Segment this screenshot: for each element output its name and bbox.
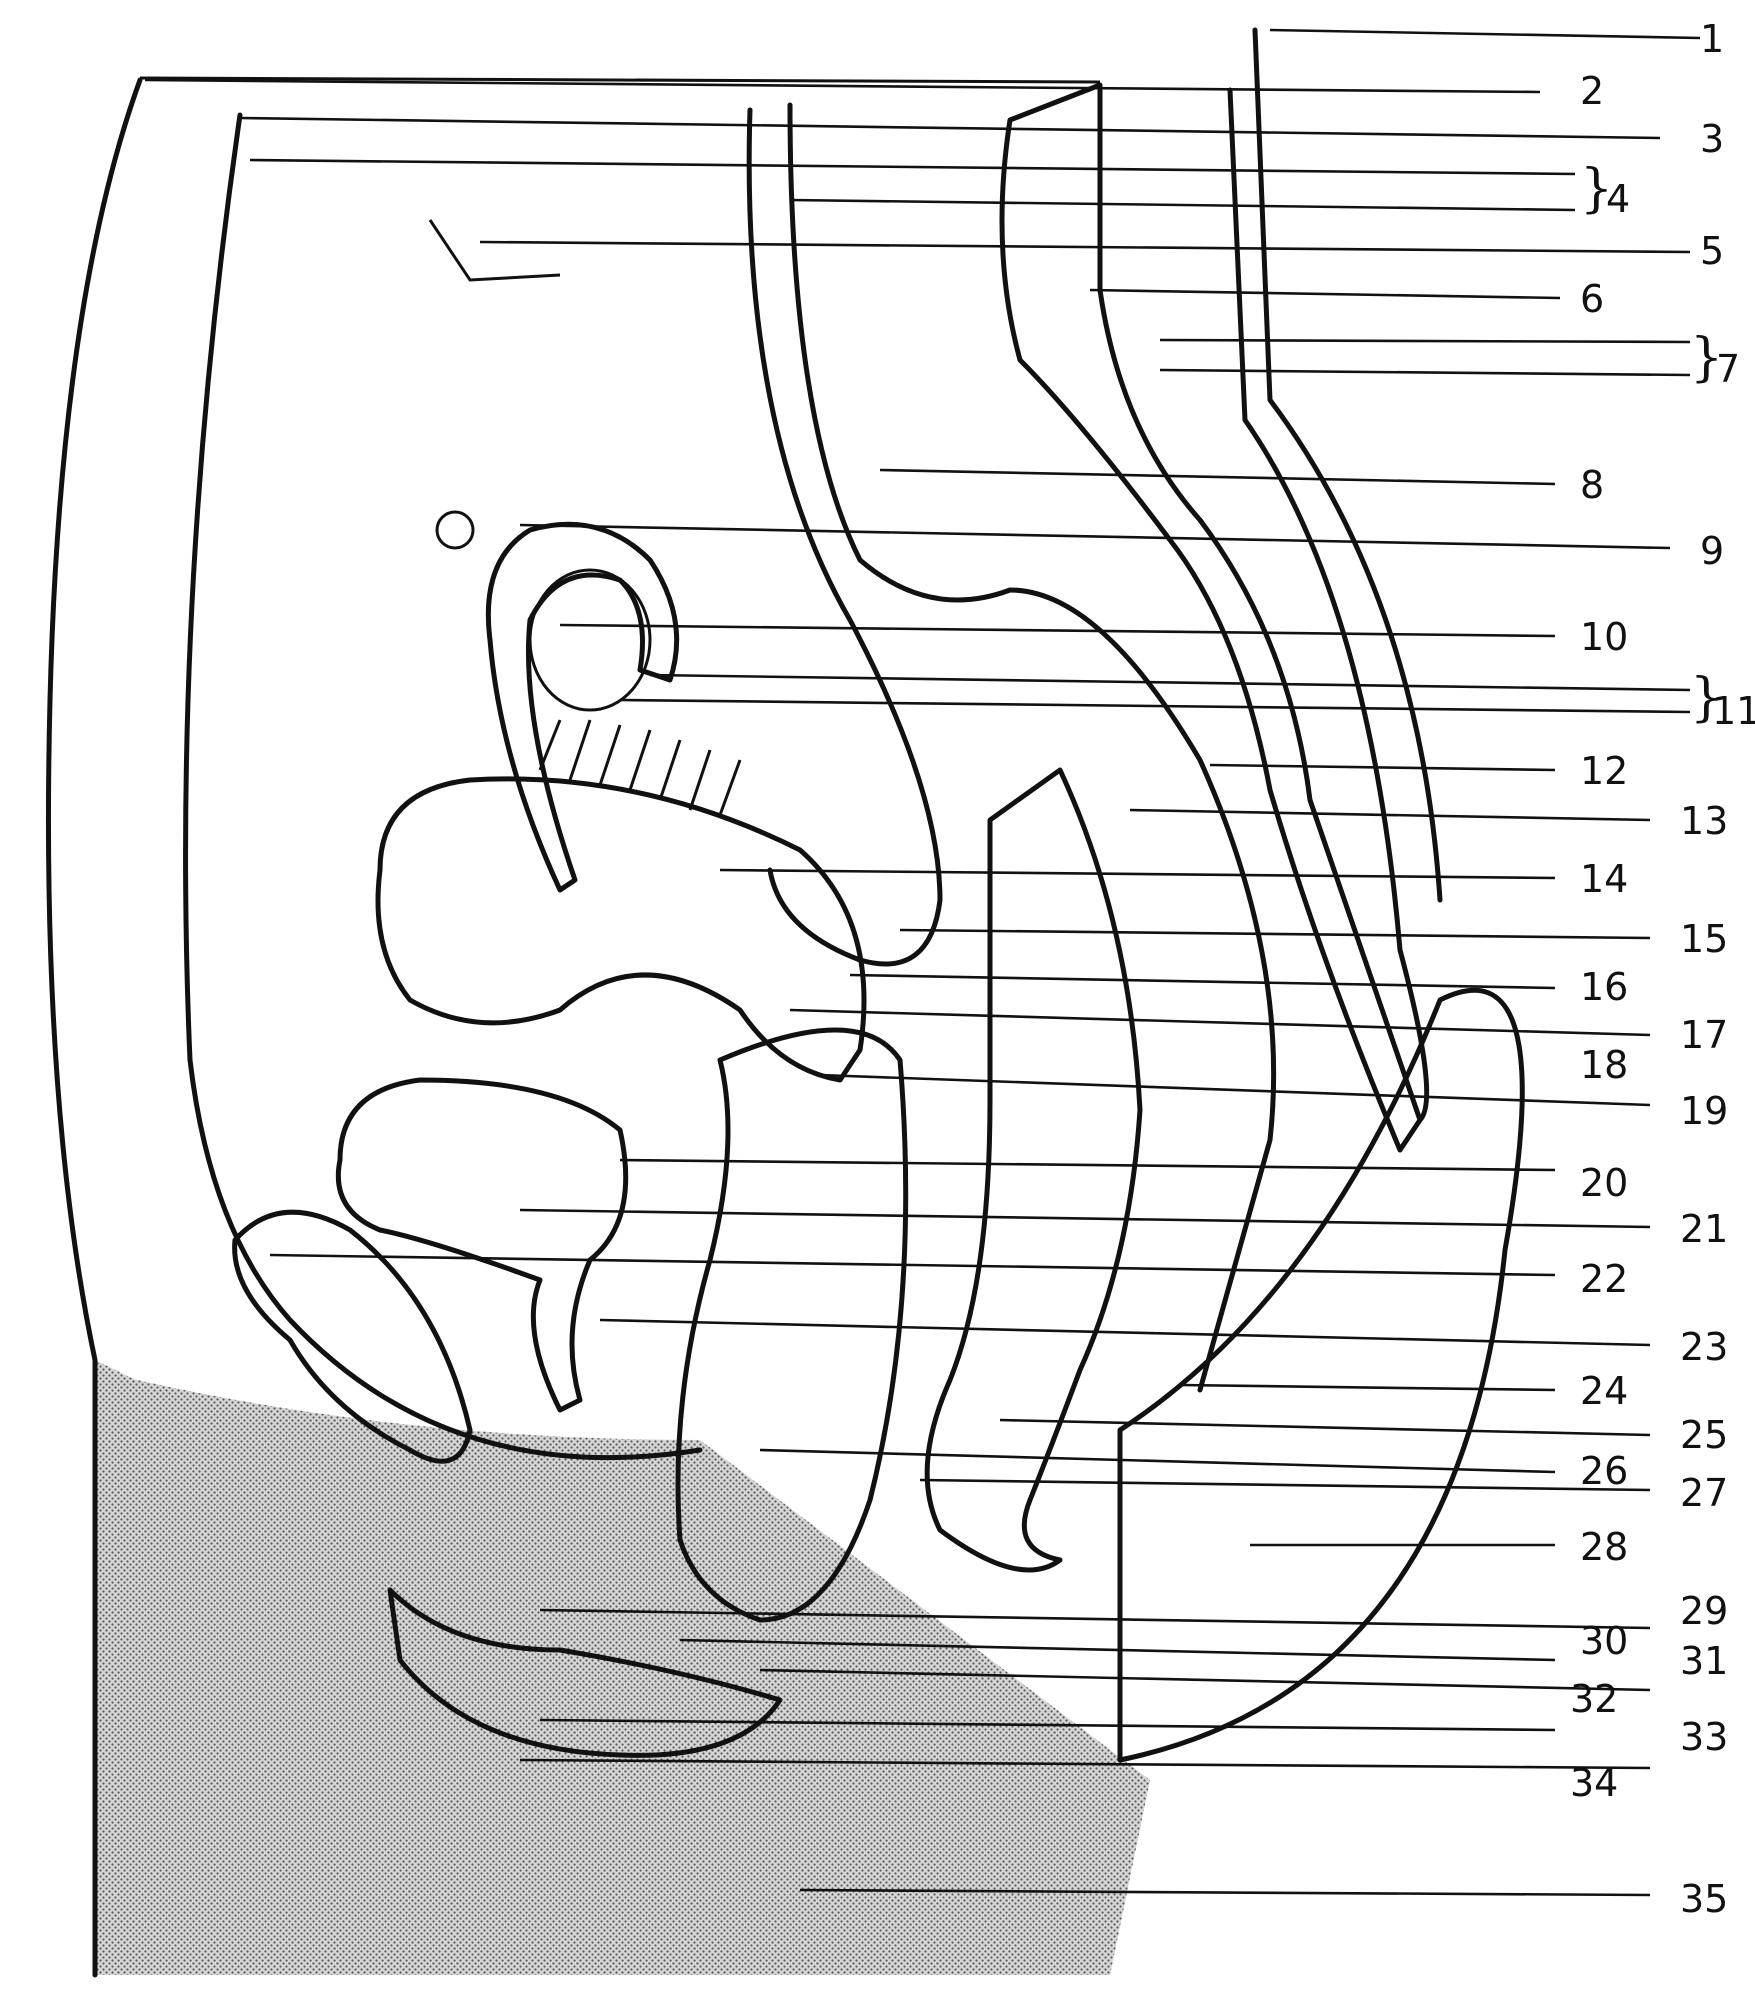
label-27: 27 xyxy=(1680,1471,1728,1515)
label-5: 5 xyxy=(1700,229,1724,273)
label-30: 30 xyxy=(1580,1619,1628,1663)
label-19: 19 xyxy=(1680,1089,1728,1133)
rectum-wall-left xyxy=(1252,27,1443,903)
label-4: 4 xyxy=(1606,177,1630,221)
label-23: 23 xyxy=(1680,1325,1728,1369)
label-17: 17 xyxy=(1680,1013,1728,1057)
label-6: 6 xyxy=(1580,277,1604,321)
bladder xyxy=(335,1077,629,1413)
brace-4: } xyxy=(1580,159,1613,219)
label-16: 16 xyxy=(1580,965,1628,1009)
label-22: 22 xyxy=(1580,1257,1628,1301)
brace-7: } xyxy=(1690,328,1723,388)
label-11: 11 xyxy=(1712,689,1755,733)
perineal-body xyxy=(387,1587,783,1758)
label-20: 20 xyxy=(1580,1161,1628,1205)
label-18: 18 xyxy=(1580,1043,1628,1087)
label-15: 15 xyxy=(1680,917,1728,961)
label-21: 21 xyxy=(1680,1207,1728,1251)
anterior-abdominal-wall xyxy=(45,77,143,1978)
rectum xyxy=(924,767,1143,1573)
fallopian-tube xyxy=(485,521,680,893)
label-9: 9 xyxy=(1700,529,1724,573)
label-14: 14 xyxy=(1580,857,1628,901)
label-2: 2 xyxy=(1580,69,1604,113)
label-33: 33 xyxy=(1680,1715,1728,1759)
abdominal-wall-inner xyxy=(183,112,703,1461)
label-29: 29 xyxy=(1680,1589,1728,1633)
label-25: 25 xyxy=(1680,1413,1728,1457)
umbilicus-mark xyxy=(435,510,475,550)
rectum-wall-right xyxy=(1227,87,1430,1123)
label-34: 34 xyxy=(1570,1761,1618,1805)
brace-11: } xyxy=(1690,668,1723,728)
label-7: 7 xyxy=(1716,347,1740,391)
mesentery-line-b xyxy=(787,102,1277,1393)
label-12: 12 xyxy=(1580,749,1628,793)
sacrum xyxy=(999,82,1423,1153)
label-35: 35 xyxy=(1680,1877,1728,1921)
label-10: 10 xyxy=(1580,615,1628,659)
mesentery-line-a xyxy=(746,107,943,967)
label-26: 26 xyxy=(1580,1449,1628,1493)
vagina xyxy=(675,1027,909,1623)
label-32: 32 xyxy=(1570,1677,1618,1721)
perineum-region xyxy=(95,1360,1140,1975)
buttock-region xyxy=(1117,987,1525,1763)
uterus xyxy=(375,776,867,1083)
label-13: 13 xyxy=(1680,799,1728,843)
top-frame-line xyxy=(139,76,1101,84)
appendix-shape xyxy=(428,219,561,282)
pubic-bone xyxy=(232,1209,473,1464)
label-31: 31 xyxy=(1680,1639,1728,1683)
leader-lines xyxy=(144,28,1701,1897)
ovarian-ligament-lines xyxy=(538,719,742,816)
ovary xyxy=(528,568,652,712)
label-28: 28 xyxy=(1580,1525,1628,1569)
label-1: 1 xyxy=(1700,17,1724,61)
label-8: 8 xyxy=(1580,463,1604,507)
label-3: 3 xyxy=(1700,117,1724,161)
label-24: 24 xyxy=(1580,1369,1628,1413)
